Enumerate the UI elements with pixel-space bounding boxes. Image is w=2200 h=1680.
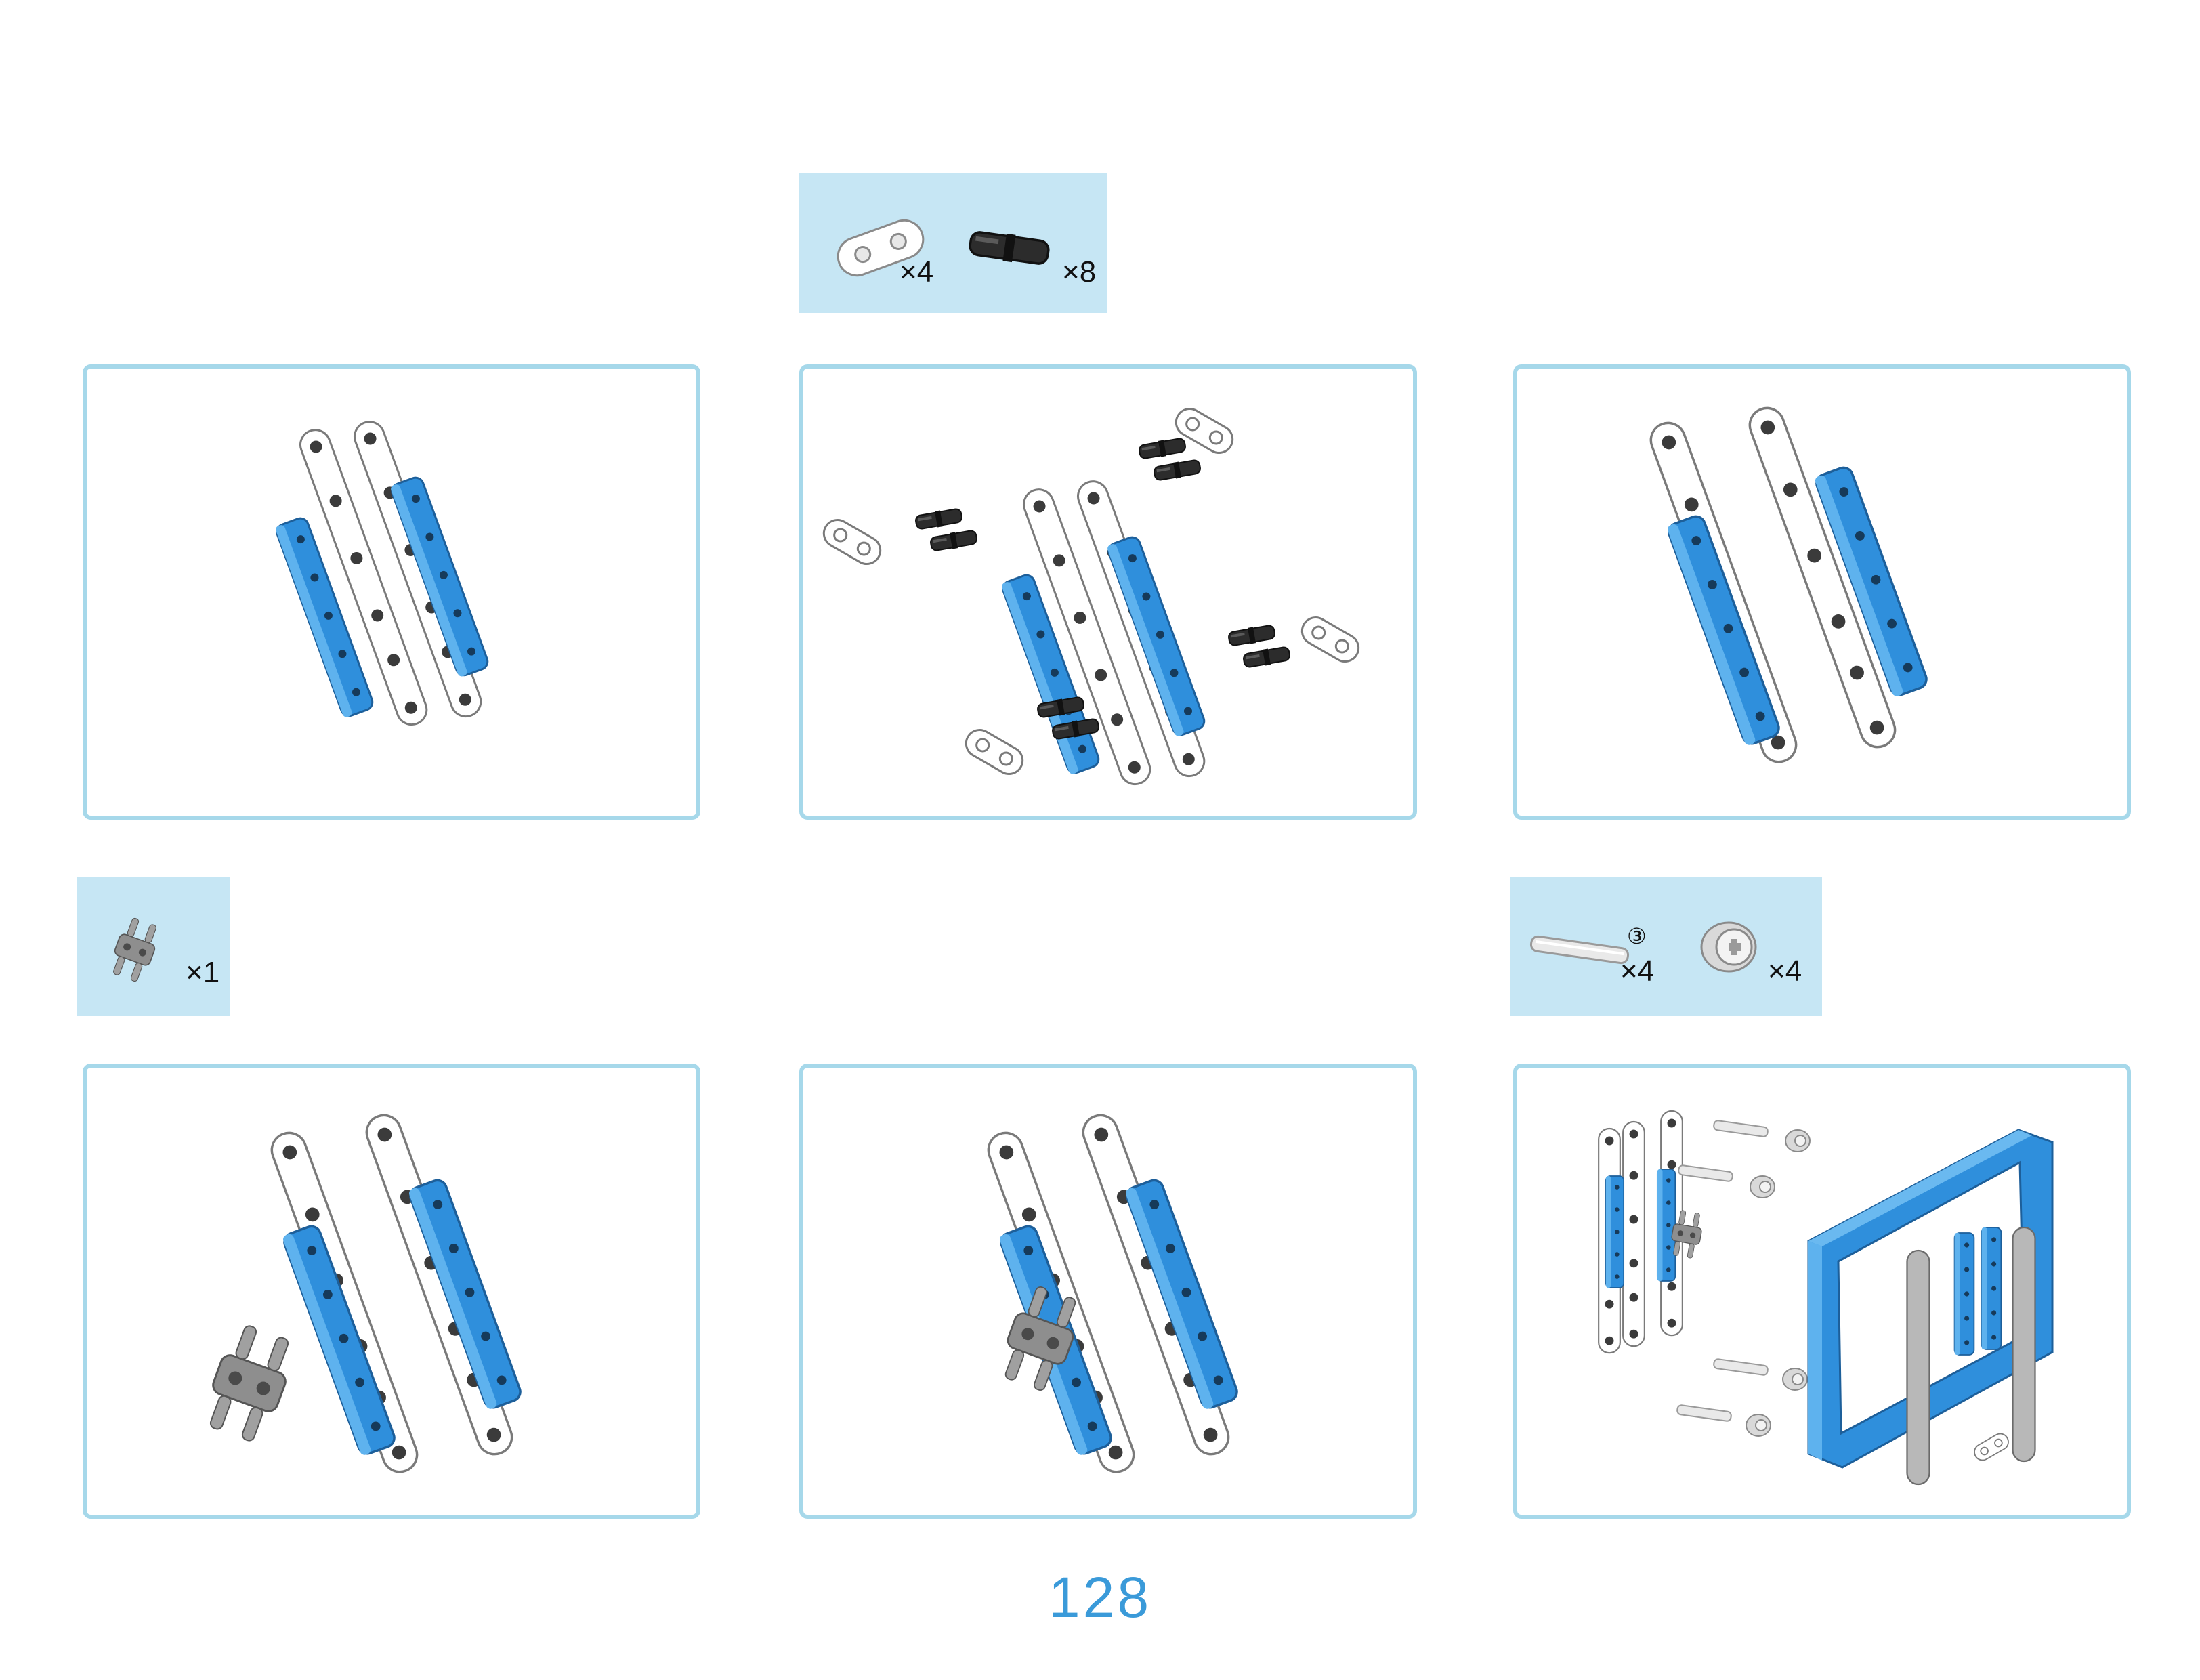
step-3-illustration bbox=[1645, 402, 1930, 768]
qty-label: ×4 bbox=[900, 255, 934, 289]
step-6-illustration bbox=[1598, 1110, 2054, 1486]
parts-box-step-2: ×4 ×8 bbox=[799, 173, 1107, 313]
qty-label: ×1 bbox=[186, 956, 220, 989]
step-panel-1 bbox=[83, 364, 700, 820]
step-panel-5 bbox=[799, 1064, 1417, 1519]
page-number: 128 bbox=[1048, 1566, 1152, 1629]
step-2-illustration bbox=[818, 402, 1365, 790]
parts-box-step-6: ③ ×4 ×4 bbox=[1510, 877, 1822, 1016]
cross-block-icon bbox=[106, 915, 163, 985]
qty-label: ×4 bbox=[1620, 954, 1655, 988]
step-5-illustration bbox=[982, 1109, 1241, 1478]
step-1-illustration bbox=[273, 416, 491, 730]
step-panel-2 bbox=[799, 364, 1417, 820]
qty-label: ×4 bbox=[1768, 954, 1802, 988]
axle-length-label: ③ bbox=[1627, 923, 1647, 949]
step-4-illustration bbox=[198, 1109, 524, 1478]
parts-box-step-5: ×1 bbox=[77, 877, 230, 1016]
connector-icon bbox=[837, 219, 925, 277]
qty-label: ×8 bbox=[1062, 255, 1097, 289]
step-panel-4 bbox=[83, 1064, 700, 1519]
axle-icon bbox=[1529, 935, 1630, 965]
step-panel-3 bbox=[1513, 364, 2131, 820]
pin-icon bbox=[969, 231, 1050, 265]
bush-icon bbox=[1700, 921, 1757, 973]
step-panel-6 bbox=[1513, 1064, 2131, 1519]
